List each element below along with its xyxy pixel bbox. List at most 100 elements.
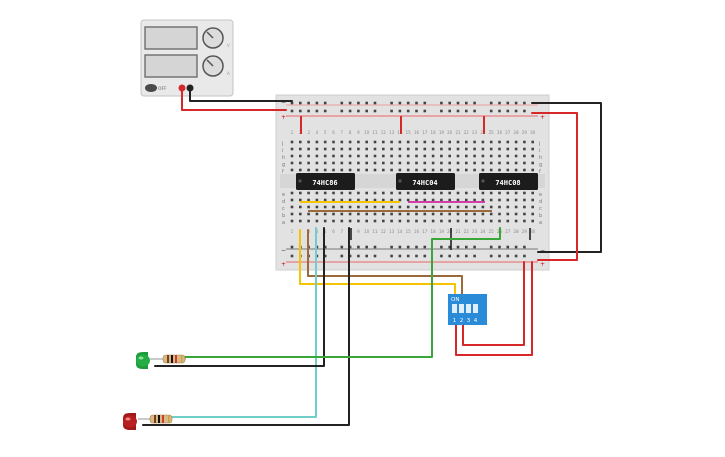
breadboard-hole[interactable] — [514, 161, 518, 165]
breadboard-hole[interactable] — [357, 212, 360, 216]
breadboard-hole[interactable] — [340, 219, 344, 223]
breadboard-hole[interactable] — [531, 191, 534, 195]
breadboard-hole[interactable] — [531, 168, 534, 172]
breadboard-hole[interactable] — [406, 212, 410, 216]
breadboard-hole[interactable] — [415, 254, 418, 258]
breadboard-hole[interactable] — [448, 109, 451, 113]
breadboard-hole[interactable] — [307, 191, 310, 195]
breadboard-hole[interactable] — [307, 205, 310, 209]
breadboard-hole[interactable] — [290, 254, 294, 258]
breadboard-hole[interactable] — [531, 154, 534, 158]
breadboard-hole[interactable] — [323, 254, 327, 258]
breadboard-hole[interactable] — [456, 147, 460, 151]
breadboard-hole[interactable] — [514, 191, 518, 195]
breadboard-hole[interactable] — [323, 245, 327, 249]
breadboard-hole[interactable] — [348, 254, 352, 258]
breadboard-hole[interactable] — [423, 101, 427, 105]
signal-jumpers[interactable] — [300, 201, 492, 212]
breadboard-hole[interactable] — [323, 109, 327, 113]
breadboard-hole[interactable] — [498, 254, 501, 258]
breadboard-hole[interactable] — [382, 191, 385, 195]
breadboard-hole[interactable] — [465, 161, 468, 165]
breadboard-hole[interactable] — [423, 205, 427, 209]
cyan-output-wire[interactable] — [169, 227, 317, 418]
breadboard-hole[interactable] — [514, 245, 518, 249]
breadboard-hole[interactable] — [315, 168, 319, 172]
red-dip-loop-inner[interactable] — [462, 261, 525, 346]
breadboard-hole[interactable] — [340, 191, 344, 195]
breadboard-hole[interactable] — [506, 254, 510, 258]
breadboard-hole[interactable] — [465, 154, 468, 158]
breadboard-hole[interactable] — [415, 212, 418, 216]
breadboard-hole[interactable] — [465, 191, 468, 195]
breadboard-hole[interactable] — [465, 168, 468, 172]
breadboard-hole[interactable] — [332, 212, 335, 216]
breadboard-hole[interactable] — [315, 154, 319, 158]
breadboard-hole[interactable] — [357, 205, 360, 209]
breadboard-hole[interactable] — [373, 198, 377, 202]
breadboard-hole[interactable] — [415, 140, 418, 144]
breadboard-hole[interactable] — [398, 154, 402, 158]
breadboard-hole[interactable] — [431, 147, 435, 151]
breadboard-hole[interactable] — [357, 147, 360, 151]
breadboard-hole[interactable] — [398, 198, 402, 202]
breadboard-hole[interactable] — [473, 109, 476, 113]
breadboard-hole[interactable] — [456, 101, 460, 105]
breadboard-hole[interactable] — [481, 212, 485, 216]
breadboard-hole[interactable] — [523, 154, 526, 158]
breadboard-hole[interactable] — [506, 101, 510, 105]
breadboard-hole[interactable] — [390, 254, 393, 258]
breadboard-hole[interactable] — [348, 161, 352, 165]
breadboard-hole[interactable] — [398, 205, 402, 209]
breadboard-hole[interactable] — [307, 198, 310, 202]
breadboard-hole[interactable] — [440, 205, 443, 209]
breadboard-hole[interactable] — [406, 161, 410, 165]
breadboard-hole[interactable] — [373, 154, 377, 158]
breadboard-hole[interactable] — [448, 168, 451, 172]
breadboard-hole[interactable] — [440, 147, 443, 151]
breadboard-hole[interactable] — [406, 147, 410, 151]
breadboard-hole[interactable] — [448, 191, 451, 195]
breadboard-hole[interactable] — [498, 212, 501, 216]
breadboard-hole[interactable] — [440, 101, 443, 105]
breadboard-hole[interactable] — [448, 198, 451, 202]
breadboard-hole[interactable] — [299, 161, 302, 165]
breadboard-hole[interactable] — [323, 140, 327, 144]
breadboard-hole[interactable] — [307, 212, 310, 216]
breadboard-hole[interactable] — [348, 168, 352, 172]
breadboard-hole[interactable] — [348, 101, 352, 105]
breadboard-hole[interactable] — [514, 101, 518, 105]
breadboard-hole[interactable] — [456, 109, 460, 113]
breadboard-hole[interactable] — [323, 212, 327, 216]
breadboard-hole[interactable] — [498, 219, 501, 223]
breadboard-hole[interactable] — [365, 245, 368, 249]
chip-74hc04[interactable]: 74HC04 — [396, 173, 455, 190]
breadboard-hole[interactable] — [523, 191, 526, 195]
breadboard-hole[interactable] — [456, 254, 460, 258]
breadboard-hole[interactable] — [290, 198, 294, 202]
breadboard-hole[interactable] — [365, 109, 368, 113]
breadboard-hole[interactable] — [423, 212, 427, 216]
breadboard-hole[interactable] — [481, 154, 485, 158]
breadboard-hole[interactable] — [390, 245, 393, 249]
breadboard-hole[interactable] — [448, 154, 451, 158]
breadboard-hole[interactable] — [357, 109, 360, 113]
breadboard-hole[interactable] — [523, 109, 526, 113]
breadboard-hole[interactable] — [448, 140, 451, 144]
breadboard-hole[interactable] — [315, 109, 319, 113]
breadboard-hole[interactable] — [299, 198, 302, 202]
breadboard-hole[interactable] — [481, 161, 485, 165]
breadboard-hole[interactable] — [365, 140, 368, 144]
breadboard-hole[interactable] — [340, 147, 344, 151]
breadboard-hole[interactable] — [423, 245, 427, 249]
breadboard-hole[interactable] — [357, 140, 360, 144]
breadboard-hole[interactable] — [398, 109, 402, 113]
breadboard-hole[interactable] — [465, 147, 468, 151]
breadboard-hole[interactable] — [514, 254, 518, 258]
breadboard-hole[interactable] — [323, 219, 327, 223]
breadboard-hole[interactable] — [406, 219, 410, 223]
breadboard-hole[interactable] — [415, 245, 418, 249]
breadboard-hole[interactable] — [398, 191, 402, 195]
breadboard-hole[interactable] — [440, 168, 443, 172]
breadboard-hole[interactable] — [506, 161, 510, 165]
